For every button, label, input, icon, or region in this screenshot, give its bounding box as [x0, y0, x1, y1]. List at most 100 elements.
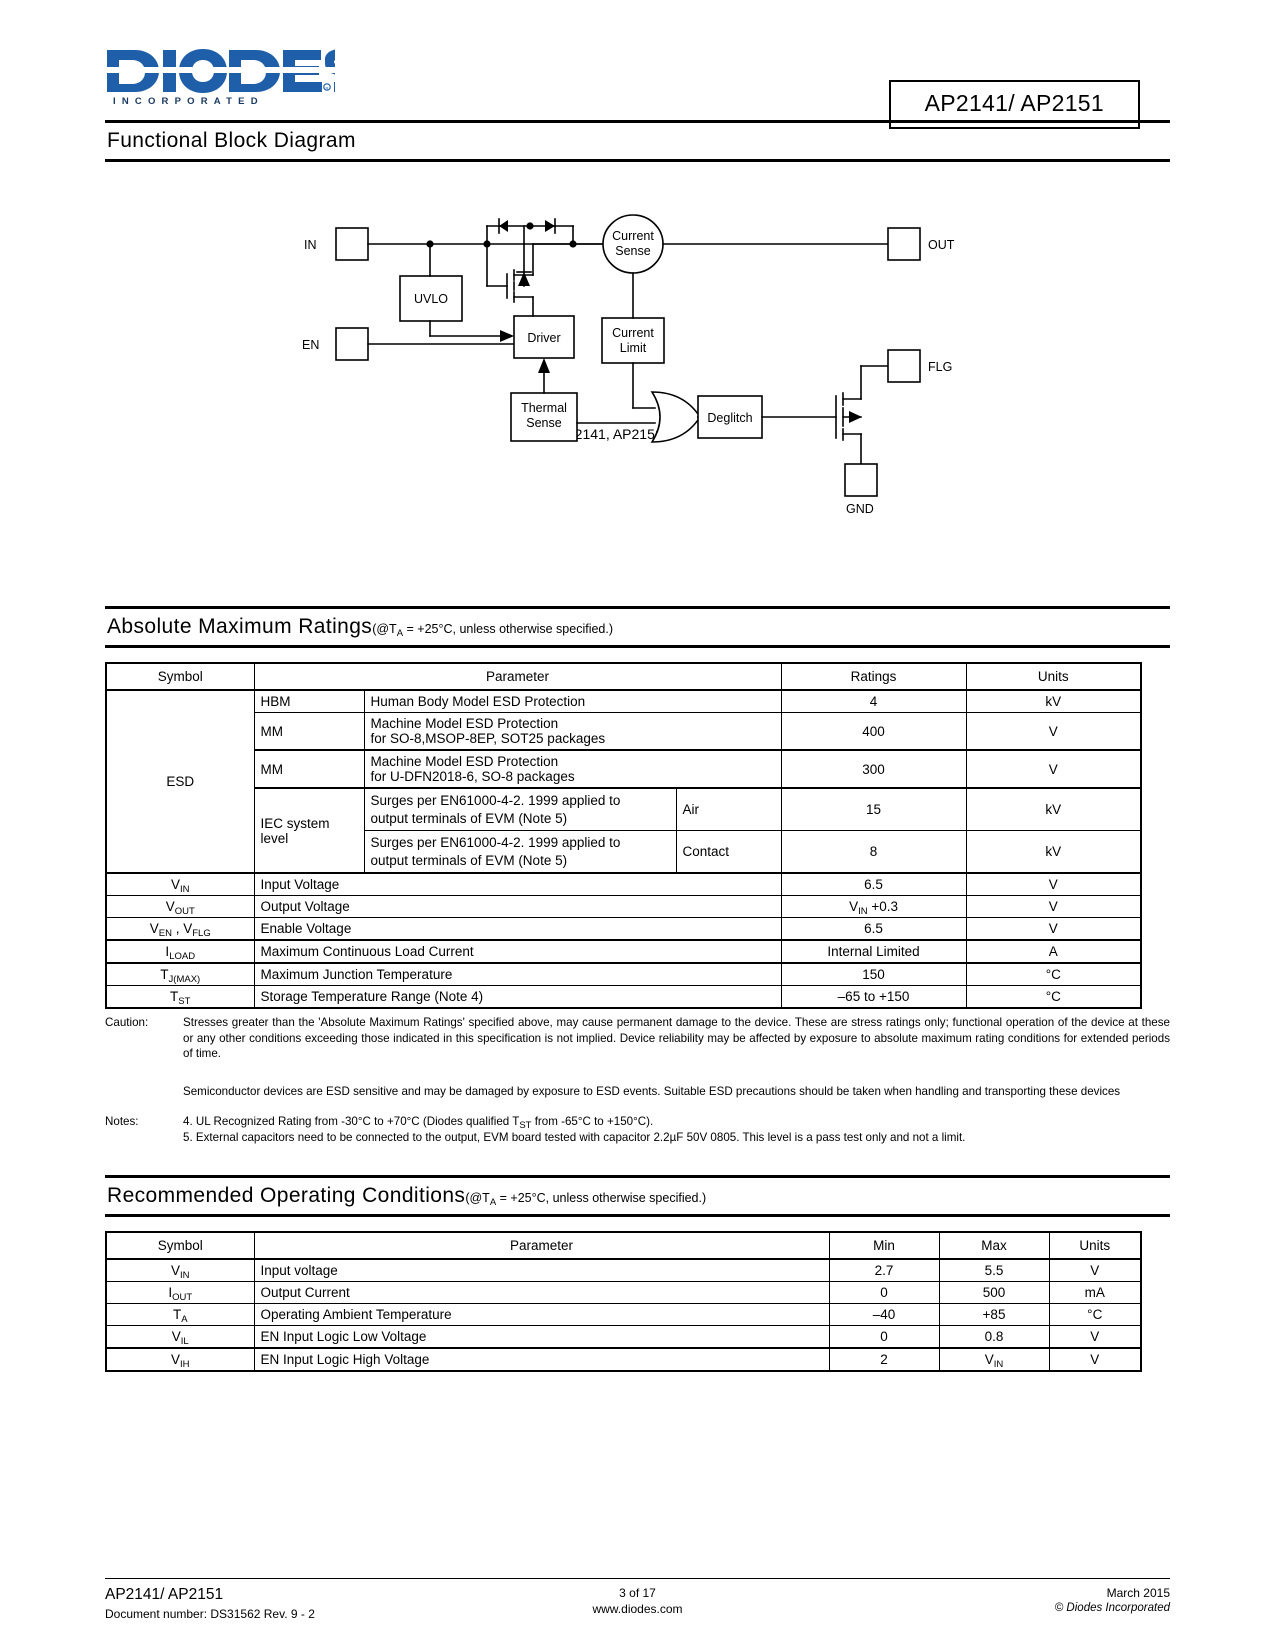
- amr-rating-tst: –65 to +150: [780, 985, 967, 1010]
- roc-rule-bottom: [105, 1214, 1170, 1218]
- amr-symbol-iec: IEC system level: [253, 786, 365, 874]
- part-number-box: AP2141/ AP2151: [888, 80, 1140, 129]
- amr-symbol-tjmax: TJ(MAX): [105, 962, 255, 987]
- amr-rating-tjmax: 150: [780, 962, 967, 987]
- roc-param-iout: Output Current: [253, 1281, 830, 1305]
- caution-paragraph-1: Stresses greater than the 'Absolute Maxi…: [183, 1016, 1170, 1061]
- caution-label: Caution:: [105, 1016, 149, 1030]
- table-row: IEC system level Surges per EN61000-4-2.…: [106, 786, 1143, 874]
- roc-col-symbol: Symbol: [105, 1231, 255, 1260]
- roc-symbol-ta-sub: A: [181, 1314, 188, 1326]
- amr-symbol-iec-text: IEC system level: [260, 815, 330, 846]
- footer-left: AP2141/ AP2151 Document number: DS31562 …: [105, 1585, 460, 1622]
- amr-units-iload: A: [965, 939, 1143, 964]
- roc-title-text: Recommended Operating Conditions: [107, 1184, 466, 1208]
- roc-min-vih: 2: [828, 1347, 940, 1373]
- amr-param-ven: Enable Voltage: [253, 917, 782, 941]
- amr-symbol-tst: TST: [105, 985, 255, 1010]
- amr-cond-air: Air: [675, 787, 782, 832]
- roc-max-vil: 0.8: [938, 1325, 1050, 1349]
- roc-col-min: Min: [828, 1231, 940, 1260]
- footer-website-link[interactable]: www.diodes.com: [592, 1602, 683, 1617]
- amr-rule-top: [105, 606, 1170, 609]
- amr-symbol-vout: VOUT: [105, 895, 255, 919]
- roc-max-vin: 5.5: [938, 1258, 1050, 1283]
- roc-symbol-vih: VIH: [105, 1347, 255, 1373]
- amr-units-tst: °C: [965, 985, 1143, 1010]
- section-functional-block-diagram: Functional Block Diagram: [105, 120, 1170, 162]
- amr-param-tst: Storage Temperature Range (Note 4): [253, 985, 782, 1010]
- roc-symbol-vin: VIN: [105, 1258, 255, 1283]
- amr-subtitle-sub: A: [396, 628, 404, 639]
- note-5: 5. External capacitors need to be connec…: [183, 1130, 966, 1144]
- note-4-sub: ST: [519, 1119, 532, 1131]
- esd-row: Semiconductor devices are ESD sensitive …: [105, 1084, 1170, 1100]
- amr-param-iec-contact-l1: Surges per EN61000-4-2. 1999 applied to: [370, 835, 621, 851]
- roc-min-iout: 0: [828, 1281, 940, 1305]
- table-row: TST Storage Temperature Range (Note 4) –…: [105, 985, 1143, 1010]
- amr-param-iec-air: Surges per EN61000-4-2. 1999 applied to …: [363, 787, 677, 832]
- roc-units-vin: V: [1048, 1258, 1142, 1283]
- roc-max-vih: VIN: [938, 1347, 1050, 1373]
- footer-columns: AP2141/ AP2151 Document number: DS31562 …: [105, 1585, 1170, 1622]
- table-row: ILOAD Maximum Continuous Load Current In…: [105, 939, 1143, 964]
- roc-min-vil: 0: [828, 1325, 940, 1349]
- amr-rating-mm2: 300: [780, 749, 967, 789]
- amr-symbol-tst-sub: ST: [178, 996, 191, 1008]
- amr-param-vout: Output Voltage: [253, 895, 782, 919]
- amr-param-iec-air-l1: Surges per EN61000-4-2. 1999 applied to: [370, 793, 621, 808]
- roc-units-vih: V: [1048, 1347, 1142, 1373]
- roc-symbol-vil-sub: IL: [180, 1336, 189, 1348]
- amr-symbol-mm1: MM: [253, 712, 365, 751]
- block-label-climit-1: Current: [612, 326, 654, 340]
- amr-rating-hbm: 4: [780, 689, 967, 713]
- section-rule-bottom: [105, 159, 1170, 162]
- roc-header-row: Symbol Parameter Min Max Units: [105, 1231, 1142, 1260]
- table-row: VOUT Output Voltage VIN +0.3 V: [105, 895, 1143, 919]
- block-label-csense-1: Current: [612, 229, 654, 243]
- notes-body: 4. UL Recognized Rating from -30°C to +7…: [183, 1114, 1170, 1145]
- notes-label: Notes:: [105, 1114, 139, 1128]
- table-row: VIL EN Input Logic Low Voltage 0 0.8 V: [105, 1325, 1142, 1349]
- block-label-thermal-1: Thermal: [521, 401, 567, 415]
- roc-max-vih-sub: IN: [993, 1359, 1004, 1371]
- amr-units-mm1: V: [965, 712, 1143, 751]
- amr-param-mm1-l1: Machine Model ESD Protection: [363, 712, 782, 731]
- page-footer: AP2141/ AP2151 Document number: DS31562 …: [0, 1577, 1275, 1622]
- amr-symbol-ven-vflg: VEN , VFLG: [105, 917, 255, 941]
- amr-symbol-vout-sub: OUT: [174, 906, 195, 918]
- roc-param-ta: Operating Ambient Temperature: [253, 1303, 830, 1327]
- amr-rating-vout-sub: IN: [858, 906, 868, 918]
- roc-min-vin: 2.7: [828, 1258, 940, 1283]
- table-row: MM Machine Model ESD Protection 300 V: [106, 749, 1143, 789]
- section-title-text: Functional Block Diagram: [107, 129, 356, 152]
- table-row: VIN Input voltage 2.7 5.5 V: [105, 1258, 1142, 1283]
- roc-max-iout: 500: [938, 1281, 1050, 1305]
- amr-col-units: Units: [965, 662, 1143, 691]
- footer-rule: [105, 1577, 1170, 1579]
- amr-symbol-iload: ILOAD: [105, 939, 255, 964]
- diodes-logo: R INCORPORATED: [105, 48, 352, 110]
- roc-rule-top: [105, 1175, 1170, 1179]
- amr-param-iec-contact: Surges per EN61000-4-2. 1999 applied to …: [363, 830, 677, 874]
- roc-max-ta: +85: [938, 1303, 1050, 1327]
- amr-units-mm2: V: [965, 749, 1143, 789]
- amr-symbol-mm2: MM: [253, 749, 365, 789]
- footer-page-number: 3 of 17: [619, 1585, 656, 1600]
- notes-gap: [105, 1100, 1170, 1114]
- amr-rule-bottom: [105, 645, 1170, 648]
- roc-max-vih-text: V: [984, 1352, 994, 1368]
- note-4: 4. UL Recognized Rating from -30°C to +7…: [183, 1114, 1170, 1131]
- roc-symbol-vih-sub: IH: [180, 1359, 190, 1371]
- block-label-uvlo: UVLO: [414, 292, 448, 306]
- roc-param-vil: EN Input Logic Low Voltage: [253, 1325, 830, 1349]
- pin-label-gnd: GND: [846, 502, 874, 516]
- amr-title: Absolute Maximum Ratings(@TA = +25°C, un…: [105, 609, 1170, 645]
- roc-col-max: Max: [938, 1231, 1050, 1260]
- pin-label-en: EN: [302, 338, 319, 352]
- footer-date: March 2015: [1106, 1585, 1170, 1600]
- amr-units-hbm: kV: [965, 689, 1143, 713]
- section-title: Functional Block Diagram: [105, 123, 1170, 159]
- block-label-driver: Driver: [527, 331, 560, 345]
- absolute-maximum-ratings-table: Symbol Parameter Ratings Units ESD HBM H…: [105, 662, 1143, 1010]
